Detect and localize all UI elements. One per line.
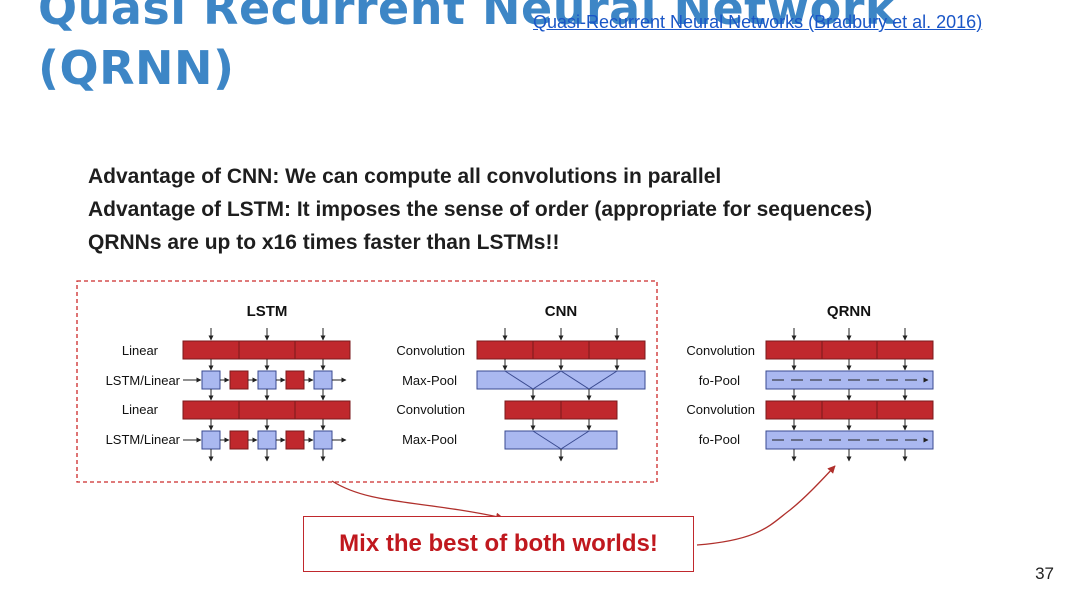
lstm-row-label: LSTM/Linear [106, 373, 181, 388]
cnn-row-label: Max-Pool [402, 432, 457, 447]
lstm-state [285, 430, 305, 450]
convolution-block [476, 340, 646, 360]
lstm-cell [201, 430, 221, 450]
bullet-cnn-advantage: Advantage of CNN: We can compute all con… [88, 165, 722, 188]
title-line-2: (QRNN) [38, 41, 235, 95]
bullet-list: Advantage of CNN: We can compute all con… [88, 160, 872, 259]
cnn-row-label: Convolution [396, 343, 465, 358]
lstm-column [182, 328, 351, 462]
slide-title: Quasi Recurrent Neural Network (QRNN) [38, 0, 896, 98]
lstm-title: LSTM [247, 303, 288, 320]
qrnn-title: QRNN [827, 303, 871, 320]
cnn-column [476, 328, 646, 462]
reference-link[interactable]: Quasi-Recurrent Neural Networks (Bradbur… [533, 12, 983, 32]
cnn-title: CNN [545, 303, 578, 320]
cnn-row-label: Max-Pool [402, 373, 457, 388]
connector-curve-right [696, 465, 836, 546]
qrnn-row-label: Convolution [686, 343, 755, 358]
lstm-state [229, 430, 249, 450]
dashed-frame [76, 280, 658, 483]
lstm-cell [313, 370, 333, 390]
linear-block [182, 400, 351, 420]
qrnn-row-label: fo-Pool [699, 432, 740, 447]
linear-block [182, 340, 351, 360]
lstm-state [285, 370, 305, 390]
title-line-1: Quasi Recurrent Neural Network [38, 0, 897, 35]
lstm-row-label: Linear [122, 343, 159, 358]
connector-curve-left [331, 480, 504, 521]
callout-box: Mix the best of both worlds! [303, 516, 694, 572]
qrnn-row-label: Convolution [686, 402, 755, 417]
qrnn-row-label: fo-Pool [699, 373, 740, 388]
cnn-row-label: Convolution [396, 402, 465, 417]
maxpool-block [504, 430, 618, 450]
lstm-row-label: LSTM/Linear [106, 432, 181, 447]
lstm-row-label: Linear [122, 402, 159, 417]
lstm-cell [201, 370, 221, 390]
convolution-block [765, 400, 934, 420]
bullet-qrnn-speed: QRNNs are up to x16 times faster than LS… [88, 231, 560, 254]
maxpool-block [476, 370, 646, 390]
qrnn-column [765, 328, 934, 462]
lstm-cell [257, 430, 277, 450]
convolution-block [765, 340, 934, 360]
lstm-state [229, 370, 249, 390]
lstm-cell [313, 430, 333, 450]
lstm-cell [257, 370, 277, 390]
page-number: 37 [1035, 564, 1054, 583]
bullet-lstm-advantage: Advantage of LSTM: It imposes the sense … [88, 198, 873, 221]
